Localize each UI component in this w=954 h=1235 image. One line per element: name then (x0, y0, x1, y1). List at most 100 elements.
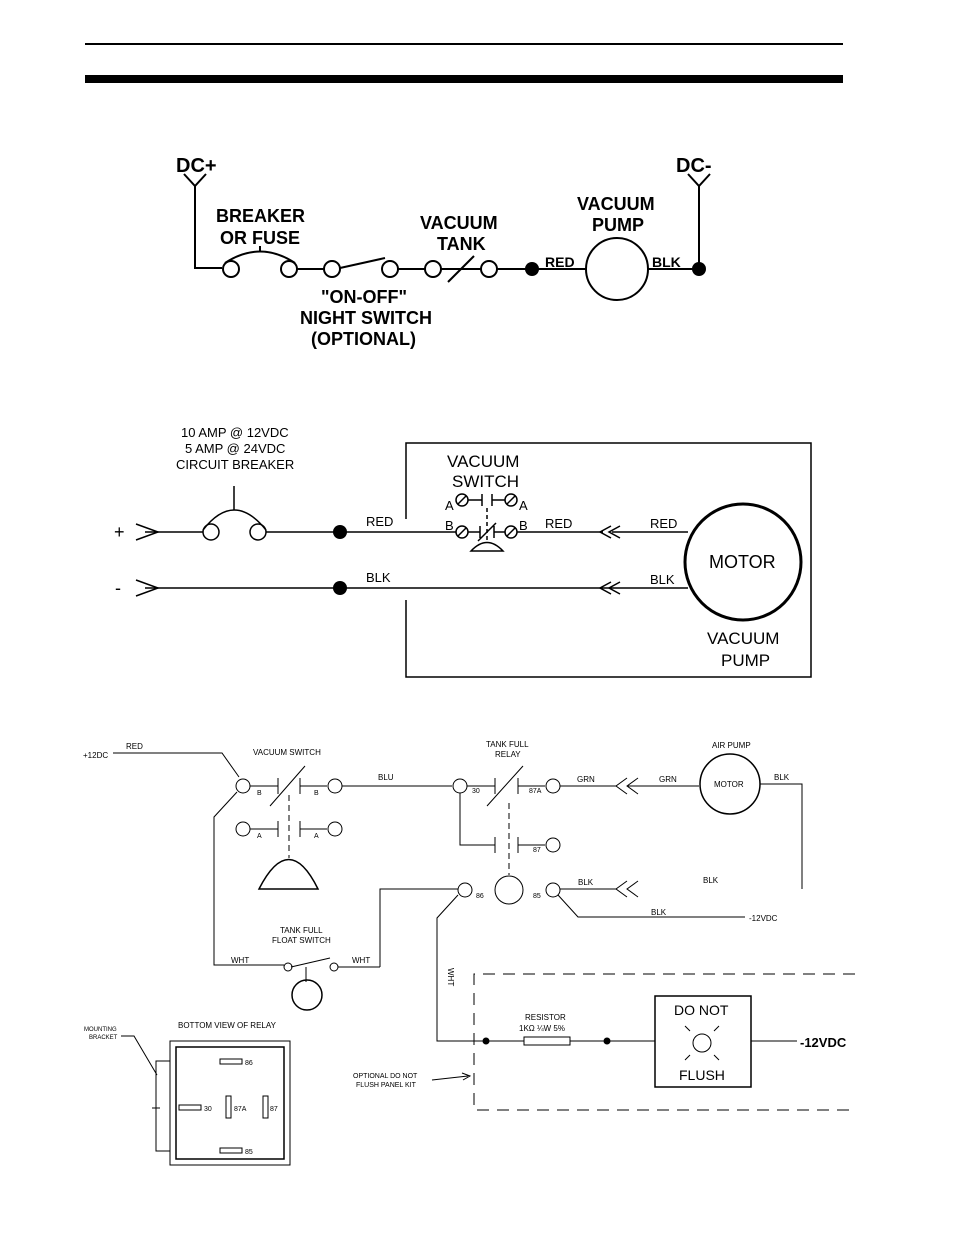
vacuum-pump-label-1: VACUUM (707, 629, 779, 648)
blk-label-2: BLK (650, 572, 675, 587)
vacuum-pump-label-1: VACUUM (577, 194, 655, 214)
grn-connector (615, 777, 639, 795)
air-pump-motor-label: MOTOR (714, 780, 744, 789)
mounting-bracket-label-2: BRACKET (89, 1035, 118, 1041)
mounting-bracket-leader (121, 1035, 158, 1076)
pin-86 (219, 1058, 243, 1065)
vs-a-left-terminal (235, 821, 251, 837)
blk-relay-label: BLK (578, 878, 594, 887)
cb-arc (202, 509, 267, 531)
pin-85 (219, 1147, 243, 1154)
night-switch-label-3: (OPTIONAL) (311, 329, 416, 349)
relay-86-terminal (457, 882, 473, 898)
cb-terminal-left (202, 523, 220, 541)
panel-kit-dashed-box (473, 973, 855, 1111)
dc-plus-label: DC+ (176, 155, 217, 177)
minus12-wire (557, 894, 745, 918)
do-not-flush-label-1: DO NOT (674, 1002, 729, 1018)
resistor-label-1: RESISTOR (525, 1013, 566, 1022)
vs-b-left-terminal (235, 778, 251, 794)
blk-connector (615, 880, 639, 898)
dc-plus-terminal (183, 173, 222, 269)
b-left-slash (457, 527, 467, 537)
pin-87-label: 87 (270, 1106, 278, 1113)
circuit-breaker-label-1: 10 AMP @ 12VDC (181, 425, 289, 440)
coil-86-feed (379, 888, 458, 967)
relay-85-terminal (545, 882, 561, 898)
motor-circle (683, 502, 803, 622)
vacuum-pump-label-2: PUMP (721, 651, 770, 670)
relay-87-label: 87 (533, 847, 541, 854)
resistor-label-2: 1KΩ ¼W 5% (519, 1024, 565, 1033)
tank-label-2: TANK (437, 234, 486, 254)
blk-label-1: BLK (366, 570, 391, 585)
grn-label-1: GRN (577, 775, 595, 784)
night-switch-label-2: NIGHT SWITCH (300, 308, 432, 328)
vs-a-contacts (250, 821, 327, 837)
a-right-label: A (519, 498, 528, 513)
circuit-breaker-label-2: 5 AMP @ 24VDC (185, 441, 285, 456)
relay-nc-contacts (467, 765, 545, 807)
red-connector-pump (598, 525, 621, 539)
vs-feed-down (213, 791, 284, 966)
breaker-label-2: OR FUSE (220, 228, 300, 248)
float-label-1: TANK FULL (280, 926, 323, 935)
optional-kit-label-1: OPTIONAL DO NOT (353, 1073, 418, 1080)
motor-label: MOTOR (709, 552, 776, 572)
wht-label-2: WHT (352, 956, 370, 965)
pin-86-label: 86 (245, 1060, 253, 1067)
b-right-slash (506, 527, 516, 537)
relay-85-label: 85 (533, 893, 541, 900)
red-label-1: RED (366, 514, 393, 529)
relay-bottom-view-inner (175, 1046, 285, 1160)
relay-label-1: TANK FULL (486, 740, 529, 749)
minus12dc-big-label: -12VDC (800, 1035, 847, 1050)
vs-b1-label: B (257, 790, 262, 797)
circuit-breaker-label-3: CIRCUIT BREAKER (176, 457, 294, 472)
relay-bottom-view-outer (169, 1040, 291, 1166)
blk-junction-dot (333, 581, 347, 595)
pump-enclosure (405, 442, 812, 678)
relay-30-terminal (452, 778, 468, 794)
vs-b2-label: B (314, 790, 319, 797)
tank-label-1: VACUUM (420, 213, 498, 233)
minus-terminal-label: - (115, 578, 121, 598)
night-switch-terminal-left (323, 260, 341, 278)
blk-mid-label: BLK (703, 876, 719, 885)
pin-30-label: 30 (204, 1106, 212, 1113)
motor-blk-return (760, 783, 803, 889)
blk-wire-label: BLK (652, 254, 681, 270)
mounting-bracket-label-1: MOUNTING (84, 1027, 117, 1033)
vs-diaphragm (257, 858, 320, 890)
a-left-label: A (445, 498, 454, 513)
indicator-lamp-icon (692, 1033, 712, 1053)
relay-30-label: 30 (472, 788, 480, 795)
optional-kit-label-2: FLUSH PANEL KIT (356, 1082, 417, 1089)
blk-connector-pump (598, 581, 621, 595)
pin-85-label: 85 (245, 1149, 253, 1156)
tank-switch-terminal-right (480, 260, 498, 278)
vs-a1-label: A (257, 833, 262, 840)
float-terminal-left (283, 962, 293, 972)
a-contacts (468, 494, 505, 506)
dc-minus-label: DC- (676, 155, 712, 177)
vacuum-switch-label: VACUUM SWITCH (253, 748, 321, 757)
diagram-tank-full-relay-circuit: +12DC RED VACUUM SWITCH B B A A BLU TANK… (83, 740, 855, 1166)
air-pump-label: AIR PUMP (712, 741, 751, 750)
mounting-bracket (155, 1060, 171, 1152)
relay-87a-label: 87A (529, 788, 542, 795)
resistor-body (523, 1036, 571, 1046)
vs-b-contacts (250, 765, 327, 807)
vs-a-right-terminal (327, 821, 343, 837)
pin-30 (178, 1104, 202, 1111)
a-left-slash (457, 495, 467, 505)
night-switch-blade (339, 257, 386, 269)
night-switch-label-1: "ON-OFF" (321, 287, 407, 307)
tank-switch-terminal-left (424, 260, 442, 278)
float-ball (291, 979, 323, 1011)
vs-a2-label: A (314, 833, 319, 840)
b-left-label: B (445, 518, 454, 533)
red-junction-dot (333, 525, 347, 539)
bottom-view-label: BOTTOM VIEW OF RELAY (178, 1021, 277, 1030)
